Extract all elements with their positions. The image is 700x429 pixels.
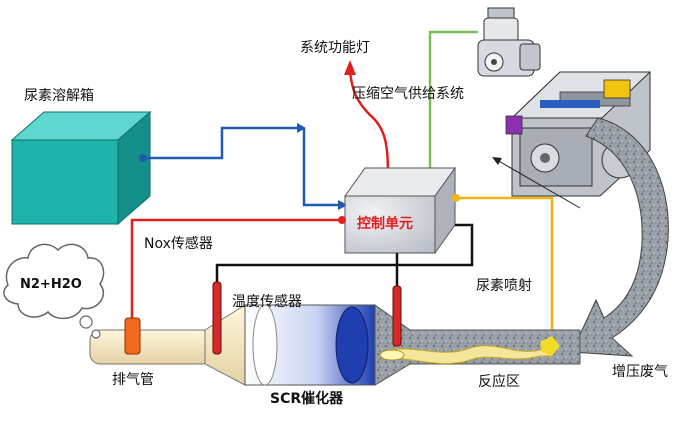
temperature-sensor-1 bbox=[212, 281, 222, 355]
temperature-sensor-2 bbox=[392, 285, 402, 347]
urea-spray-label: 尿素喷射 bbox=[476, 278, 532, 294]
spray-line bbox=[452, 194, 558, 344]
air-supply-label: 压缩空气供给系统 bbox=[352, 86, 464, 102]
urea-tank bbox=[10, 110, 152, 226]
boost-exhaust-label: 增压废气 bbox=[612, 364, 668, 380]
temp-sensor-label: 温度传感器 bbox=[232, 293, 302, 310]
control-unit bbox=[344, 166, 456, 255]
air-compressor bbox=[477, 7, 541, 77]
catalyst-label: SCR催化器 bbox=[270, 390, 344, 407]
reaction-zone-label: 反应区 bbox=[478, 373, 520, 390]
engine-arrows bbox=[492, 157, 581, 209]
exhaust-assembly bbox=[89, 304, 581, 386]
air-supply-line bbox=[428, 30, 478, 168]
thought-bubble bbox=[3, 243, 105, 339]
warning-lamp-label: 系统功能灯 bbox=[300, 40, 370, 56]
exhaust-pipe-label: 排气管 bbox=[112, 372, 154, 388]
urea-supply-line bbox=[143, 123, 348, 210]
nox-signal-line bbox=[130, 216, 346, 320]
output-gas-label: N2+H2O bbox=[20, 277, 82, 292]
boost-exhaust-arrow bbox=[571, 117, 669, 357]
tank-label: 尿素溶解箱 bbox=[24, 88, 94, 104]
control-unit-label: 控制单元 bbox=[357, 215, 413, 232]
tank-outlet-node bbox=[139, 154, 147, 162]
lamp-signal-line bbox=[344, 60, 390, 186]
nox-sensor bbox=[124, 317, 141, 355]
nox-sensor-label: Nox传感器 bbox=[144, 235, 213, 252]
